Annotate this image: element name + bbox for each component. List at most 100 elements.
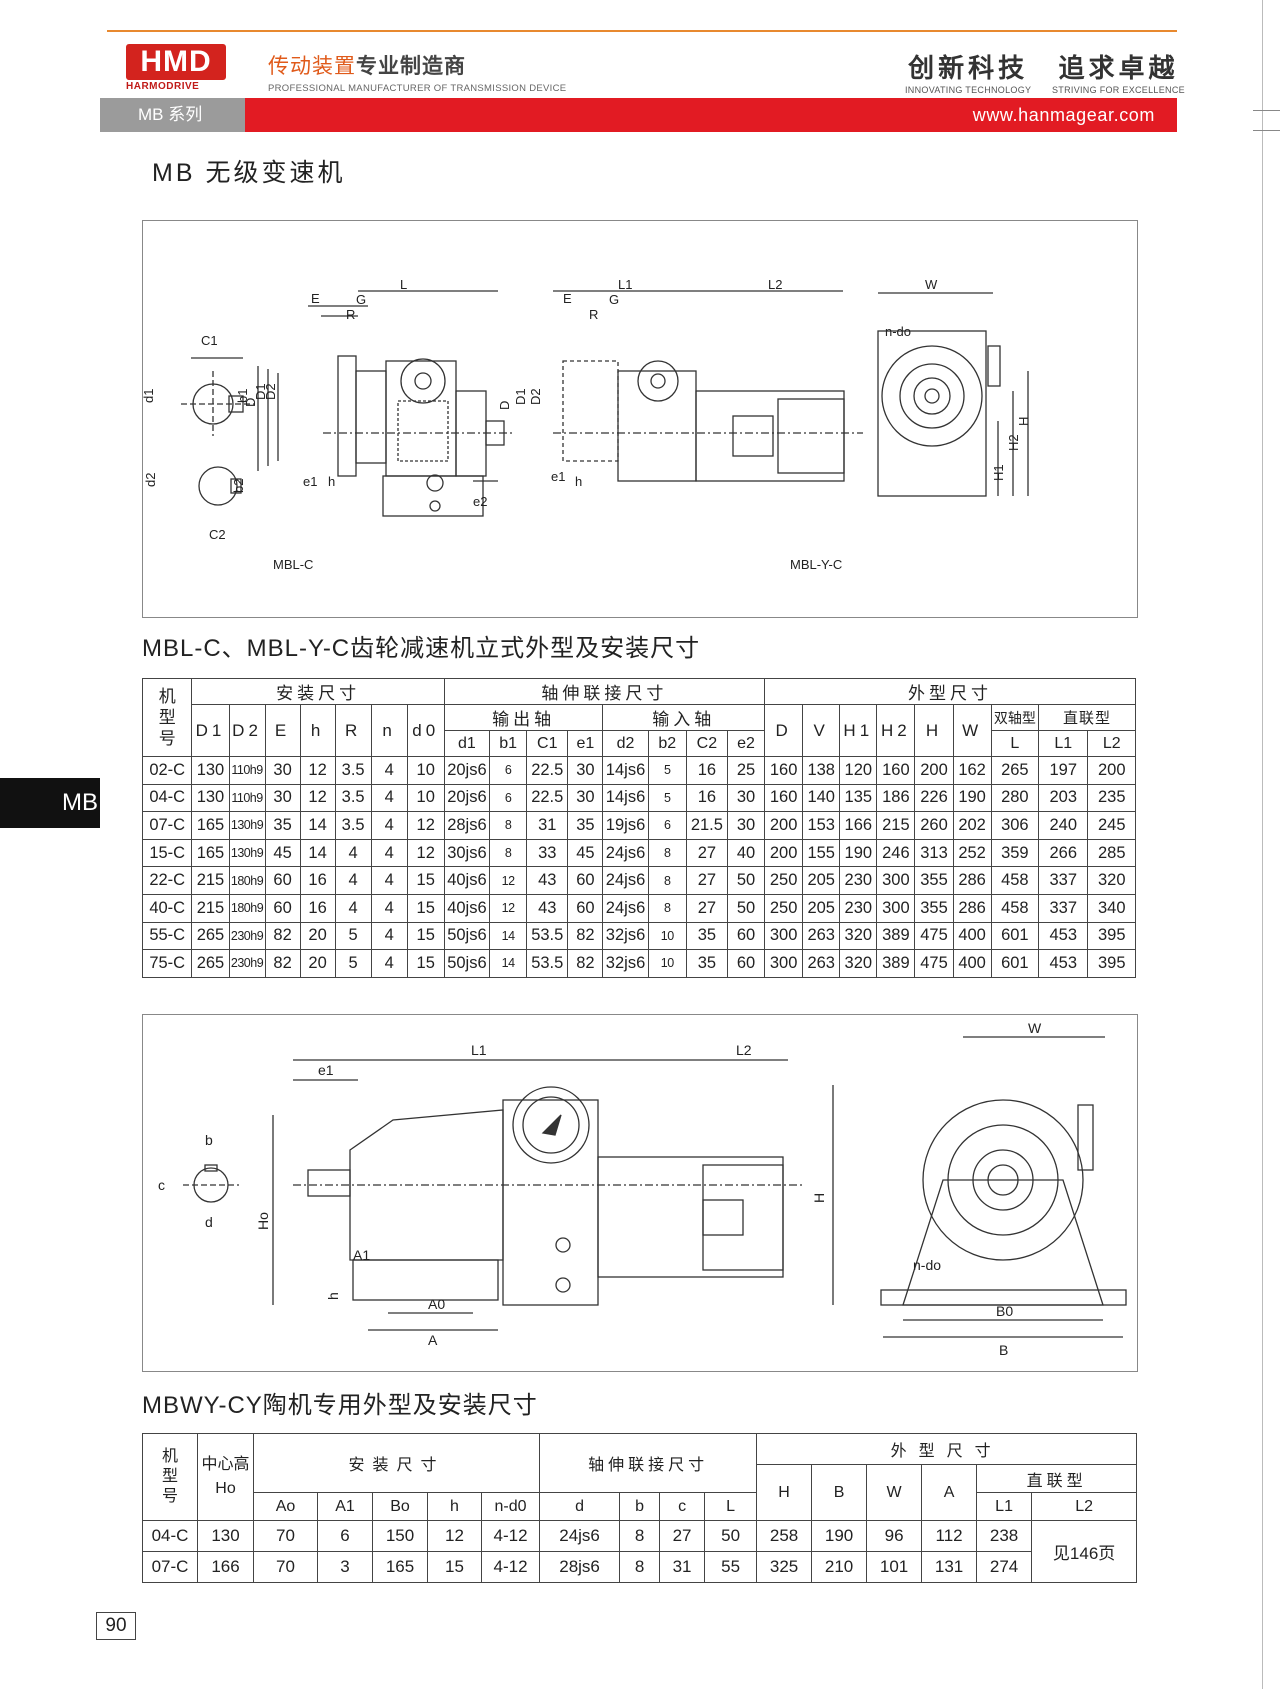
table-cell: 205 (802, 866, 841, 895)
table-cell: 131 (921, 1551, 978, 1583)
svg-text:e1: e1 (318, 1062, 334, 1078)
svg-text:L: L (400, 277, 407, 292)
table-cell: 200 (764, 811, 804, 840)
subgroup-double-shaft: 双轴型 (990, 704, 1040, 731)
table-cell: 43 (526, 866, 569, 895)
svg-text:D: D (243, 398, 258, 407)
svg-text:L1: L1 (471, 1042, 487, 1058)
table-cell: 215 (876, 811, 916, 840)
table-cell: 160 (764, 756, 804, 785)
table-cell: 30 (264, 756, 301, 785)
table-cell: 453 (1038, 949, 1089, 978)
page-number: 90 (96, 1612, 136, 1640)
table-cell: 265 (191, 949, 230, 978)
motto-excellence: 追求卓越 STRIVING FOR EXCELLENCE (1052, 48, 1185, 95)
center-height-label: 中心高 (201, 1456, 250, 1473)
col-head: d2 (602, 730, 649, 757)
section1-title: MBL-C、MBL-Y-C齿轮减速机立式外型及安装尺寸 (142, 635, 701, 662)
group-shaft: 轴伸联接尺寸 (443, 678, 766, 705)
table-cell: 60 (726, 949, 766, 978)
table-cell: 286 (952, 893, 992, 923)
table-cell: 300 (876, 893, 916, 923)
table-cell: 355 (914, 893, 954, 923)
motto2-cn: 追求卓越 (1058, 54, 1179, 84)
spec-table-mbl-c: 机型号 安装尺寸 轴伸联接尺寸 外型尺寸 D1 D2 E h R n d0 输出… (141, 678, 1136, 978)
col-head: n (370, 704, 408, 757)
table-cell: 263 (802, 949, 841, 978)
table-cell: 82 (567, 949, 604, 978)
table-cell: 12 (406, 838, 445, 868)
table-cell: 601 (990, 949, 1040, 978)
technical-drawing-2: b c d L1 L2 e1 Ho A1 h A0 A W H n-do (158, 1020, 1127, 1358)
col-head: d1 (443, 730, 491, 757)
svg-text:h: h (575, 474, 582, 489)
table-cell: 35 (685, 949, 728, 978)
table-cell: 475 (914, 921, 954, 951)
svg-text:E: E (311, 291, 320, 306)
table-cell: 19js6 (602, 811, 649, 840)
table-cell: 130h9 (228, 811, 266, 840)
col-head: L (990, 730, 1040, 757)
table-cell: 320 (1087, 866, 1136, 895)
website-link[interactable]: www.hanmagear.com (972, 105, 1155, 125)
model-cell: 07-C (142, 1551, 198, 1583)
table-cell: 30 (567, 756, 604, 785)
table-cell: 235 (1087, 783, 1136, 813)
table-cell: 40js6 (443, 893, 491, 923)
table-cell: 12 (427, 1520, 482, 1552)
table-cell: 140 (802, 783, 841, 813)
col-head: d0 (406, 704, 445, 757)
table-cell: 280 (990, 783, 1040, 813)
table-cell: 120 (839, 756, 878, 785)
table-cell: 27 (685, 893, 728, 923)
technical-drawing-1: L E G R C1 d1 b1 D D1 D2 e1 h e2 d2 b2 C… (143, 277, 1031, 572)
table-cell: 14js6 (602, 756, 649, 785)
svg-text:B: B (999, 1342, 1008, 1358)
brand-logo: HMD HARMODRIVE (126, 44, 234, 92)
table-cell: 180h9 (228, 866, 266, 895)
page-title: MB 无级变速机 (152, 159, 346, 187)
svg-text:L1: L1 (618, 277, 632, 292)
table-cell: 60 (726, 921, 766, 951)
model-cell: 40-C (141, 893, 193, 923)
table-cell: 475 (914, 949, 954, 978)
table-cell: 337 (1038, 893, 1089, 923)
table-cell: 260 (914, 811, 954, 840)
table-cell: 16 (685, 783, 728, 813)
table-cell: 50 (726, 893, 766, 923)
svg-text:E: E (563, 291, 572, 306)
side-tab-mb[interactable]: MB (0, 778, 100, 828)
svg-text:H: H (811, 1193, 827, 1203)
table-cell: 22.5 (526, 756, 569, 785)
svg-text:A0: A0 (428, 1296, 445, 1312)
col-head: b (619, 1492, 661, 1521)
col-head: b2 (647, 730, 687, 757)
table-cell: 458 (990, 866, 1040, 895)
model-cell: 04-C (142, 1520, 198, 1552)
table-cell: 601 (990, 921, 1040, 951)
table-cell: 190 (811, 1520, 868, 1552)
model-cell: 04-C (141, 783, 193, 813)
table-cell: 8 (619, 1520, 661, 1552)
table-cell: 165 (372, 1551, 428, 1583)
table-cell: 70 (253, 1551, 318, 1583)
table-cell: 325 (756, 1551, 813, 1583)
col-head: L (704, 1492, 758, 1521)
col-head: H (914, 704, 954, 757)
header-red-bar: www.hanmagear.com (245, 98, 1177, 132)
table-cell: 28js6 (443, 811, 491, 840)
table-cell: 31 (526, 811, 569, 840)
col-head: A1 (317, 1492, 373, 1521)
col-head: d (539, 1492, 621, 1521)
table-cell: 200 (764, 838, 804, 868)
svg-text:d1: d1 (143, 389, 156, 403)
col-head: e2 (726, 730, 766, 757)
table-cell: 200 (914, 756, 954, 785)
table-cell: 3.5 (334, 783, 372, 813)
table-cell: 130 (197, 1520, 254, 1552)
tagline-en: PROFESSIONAL MANUFACTURER OF TRANSMISSIO… (268, 83, 567, 94)
